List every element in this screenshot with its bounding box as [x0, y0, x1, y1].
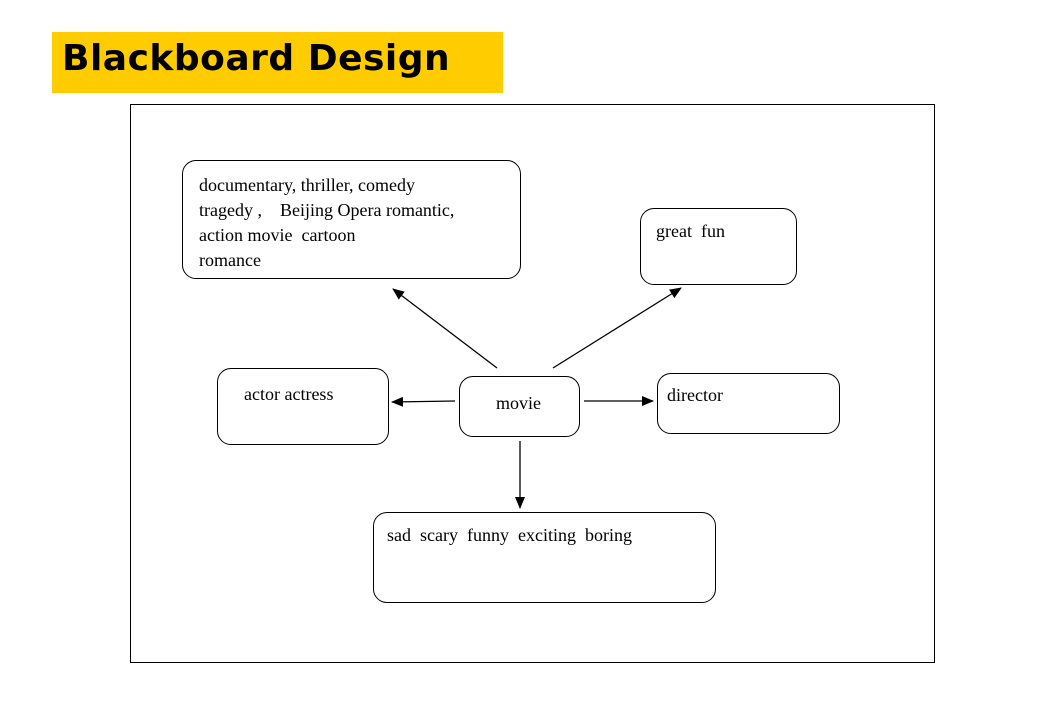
- great-fun-label: great fun: [656, 221, 725, 241]
- movie-box: movie: [459, 376, 580, 437]
- great-fun-box: great fun: [640, 208, 797, 285]
- feelings-label: sad scary funny exciting boring: [387, 525, 632, 545]
- movie-label: movie: [496, 393, 541, 413]
- director-box: director: [657, 373, 840, 434]
- actor-box: actor actress: [217, 368, 389, 445]
- page-title: Blackboard Design: [62, 38, 451, 79]
- genres-line-2: tragedy , Beijing Opera romantic,: [199, 200, 455, 220]
- actor-label: actor actress: [244, 384, 334, 404]
- genres-line-3: action movie cartoon: [199, 225, 356, 245]
- director-label: director: [667, 385, 723, 405]
- genres-line-1: documentary, thriller, comedy: [199, 175, 416, 195]
- genres-line-4: romance: [199, 250, 261, 270]
- genres-box: documentary, thriller, comedy tragedy , …: [182, 160, 521, 279]
- feelings-box: sad scary funny exciting boring: [373, 512, 716, 603]
- blackboard-frame: [130, 104, 935, 663]
- title-banner: Blackboard Design: [52, 32, 503, 93]
